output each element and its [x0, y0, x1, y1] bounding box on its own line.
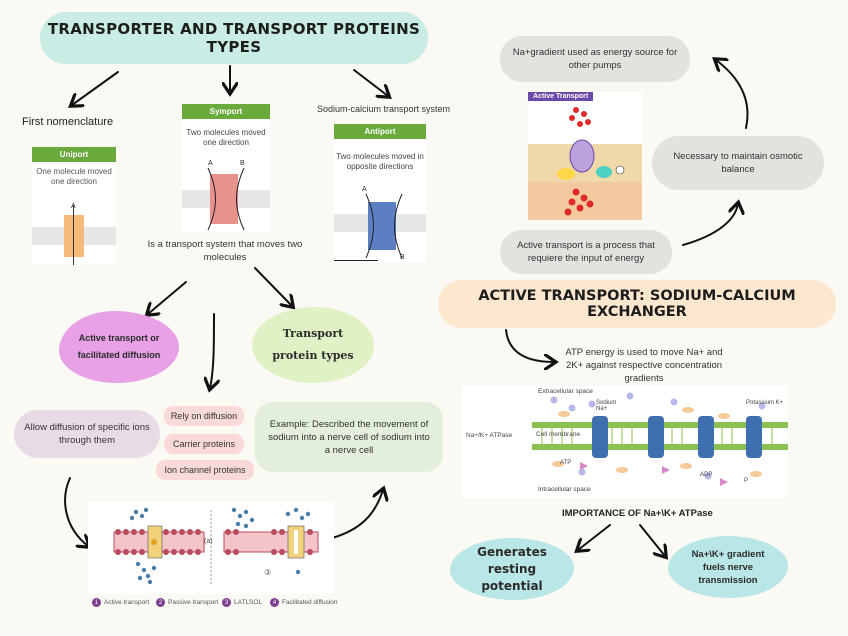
antiport-label-b: B [400, 254, 405, 261]
antiport-header: Antiport [334, 124, 426, 139]
importance-heading: IMPORTANCE OF Na+\K+ ATPase [562, 508, 713, 519]
example-box: Example: Described the movement of sodiu… [255, 402, 443, 472]
cell-membrane-label: Cell membrane [536, 431, 581, 438]
antiport-label-a: A [362, 186, 367, 193]
extracellular-label: Extracellular space [538, 388, 593, 395]
symport-label-a: A [208, 160, 213, 167]
uniport-desc: One molecule moved one direction [36, 167, 112, 186]
legend-label: LATLSOL [234, 599, 263, 606]
active-transport-img-title: Active Transport [528, 92, 594, 101]
nerve-transmission-bubble: Na+\K+ gradient fuels nerve transmission [668, 536, 788, 598]
adp-label: ADP [700, 472, 713, 478]
antiport-protein [368, 202, 396, 250]
diagram-label-3: ③ [264, 568, 272, 577]
atpase-label: Na+/K+ ATPase [466, 432, 513, 439]
active-transport-title: ACTIVE TRANSPORT: SODIUM-CALCIUM EXCHANG… [438, 280, 836, 328]
antiport-desc: Two molecules moved in opposite directio… [336, 152, 424, 171]
legend-label: Passive transport [168, 599, 219, 606]
transport-system-text: Is a transport system that moves two mol… [147, 239, 303, 263]
main-title: TRANSPORTER AND TRANSPORT PROTEINS TYPES [40, 12, 428, 64]
legend-number: 2 [156, 598, 165, 607]
uniport-header: Uniport [32, 147, 116, 162]
symport-arrows [207, 167, 245, 231]
membrane-diagram-art [113, 507, 319, 585]
intracellular-label: Intracellular space [538, 486, 591, 493]
resting-potential-bubble: Generates resting potential [450, 538, 574, 600]
rely-on-diffusion-chip: Rely on diffusion [164, 406, 244, 426]
na-k-pump-art [532, 392, 788, 486]
symport-protein [210, 174, 238, 224]
transport-protein-types-bubble: Transport protein types [252, 307, 374, 383]
sodium-label: Sodium Na+ [596, 400, 617, 412]
allow-diffusion-box: Allow diffusion of specific ions through… [14, 410, 160, 458]
active-transport-art [528, 107, 642, 220]
p-label: P [744, 478, 749, 484]
uniport-arrow [73, 205, 74, 265]
antiport-baseline [334, 260, 378, 261]
ion-channel-proteins-chip: Ion channel proteins [156, 460, 254, 480]
carrier-proteins-chip: Carrier proteins [164, 434, 244, 454]
sodium-calcium-label: Sodium-calcium transport system [317, 104, 451, 114]
symport-header: Symport [182, 104, 270, 119]
symport-desc: Two molecules moved one direction [186, 128, 266, 147]
na-gradient-box: Na+gradient used as energy source for ot… [500, 36, 690, 82]
legend-number: 4 [270, 598, 279, 607]
active-transport-bubble: Active transport or facilitated diffusio… [59, 311, 179, 383]
potassium-label: Potassium K+ [746, 400, 784, 406]
uniport-protein [64, 215, 84, 257]
active-transport-image: Active Transport [528, 92, 642, 220]
membrane-diagram: (a) ③ [88, 502, 334, 594]
legend-number: 3 [222, 598, 231, 607]
antiport-arrows [365, 193, 403, 259]
resting-potential-text: Generates resting potential [477, 544, 547, 593]
legend-label: Active transport [104, 599, 150, 606]
active-transport-process-box: Active transport is a process that requi… [500, 230, 672, 274]
atp-label: ATP [560, 460, 572, 466]
uniport-card: Uniport One molecule moved one direction… [32, 147, 116, 265]
active-transport-bubble-text: Active transport or facilitated diffusio… [77, 333, 161, 360]
na-k-pump-diagram: Extracellular space Sodium Na+ Potassium… [462, 386, 788, 498]
first-nomenclature-label: First nomenclature [22, 116, 114, 128]
symport-card: Symport Two molecules moved one directio… [182, 104, 270, 232]
legend-number: 1 [92, 598, 101, 607]
nerve-transmission-text: Na+\K+ gradient fuels nerve transmission [691, 548, 765, 586]
transport-protein-types-text: Transport protein types [272, 327, 354, 362]
antiport-card: Antiport Two molecules moved in opposite… [334, 124, 426, 262]
atp-energy-text: ATP energy is used to move Na+ and 2K+ a… [565, 347, 723, 384]
uniport-label-a: A [71, 203, 76, 210]
legend-label: Facilitated diffusion [282, 599, 338, 606]
diagram-label-a: (a) [204, 538, 213, 545]
symport-label-b: B [240, 160, 245, 167]
osmotic-balance-box: Necessary to maintain osmotic balance [652, 136, 824, 190]
